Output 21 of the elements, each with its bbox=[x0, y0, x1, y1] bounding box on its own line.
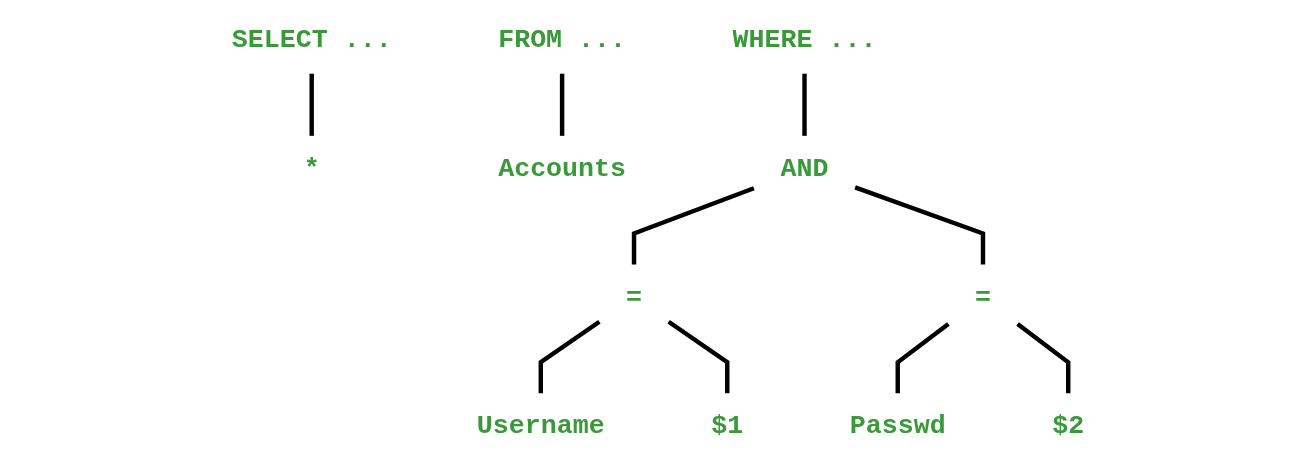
node-text: * bbox=[303, 153, 320, 184]
node-text: WHERE ... bbox=[732, 24, 877, 56]
node-text: Username bbox=[476, 411, 605, 442]
connector bbox=[309, 73, 314, 136]
node-text: $2 bbox=[1052, 411, 1085, 442]
node-text: = bbox=[626, 282, 643, 313]
node-text: AND bbox=[780, 153, 829, 184]
node-text: FROM ... bbox=[498, 24, 627, 56]
connector bbox=[854, 185, 986, 265]
connector bbox=[538, 319, 601, 394]
node-text: = bbox=[974, 282, 991, 313]
node-text: Passwd bbox=[849, 411, 946, 442]
connector bbox=[631, 186, 755, 265]
connector bbox=[667, 319, 730, 394]
node-text: Accounts bbox=[498, 153, 627, 184]
connector bbox=[1016, 322, 1071, 394]
node-text: SELECT ... bbox=[231, 24, 392, 56]
connector bbox=[802, 73, 807, 136]
connector bbox=[895, 322, 950, 394]
node-text: $1 bbox=[711, 411, 744, 442]
connector bbox=[559, 73, 565, 136]
